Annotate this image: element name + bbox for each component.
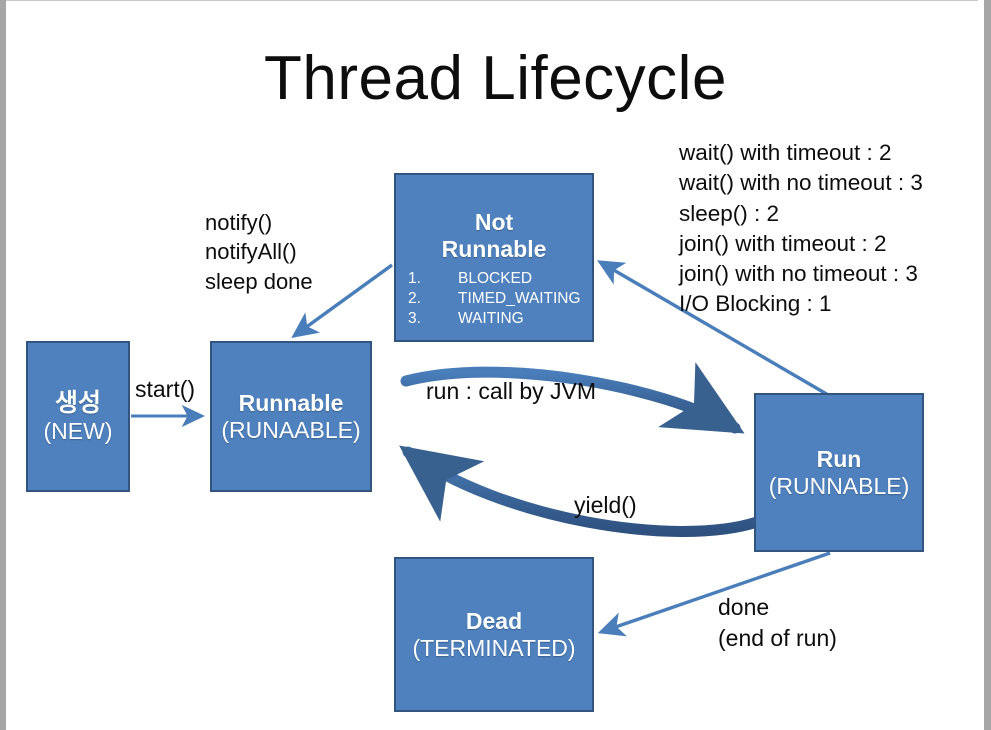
label-yield: yield() xyxy=(574,492,637,518)
state-box-new[interactable]: 생성 (NEW) xyxy=(26,341,130,492)
state-dead-title: Dead xyxy=(465,607,523,634)
state-run-subtitle: (RUNNABLE) xyxy=(768,472,910,499)
label-run-call-by-jvm: run : call by JVM xyxy=(426,378,596,404)
list-item: TIMED_WAITING xyxy=(408,289,581,309)
state-new-subtitle: (NEW) xyxy=(43,417,113,444)
state-box-dead[interactable]: Dead (TERMINATED) xyxy=(394,557,594,712)
state-not-runnable-title-line2: Runnable xyxy=(441,235,547,262)
state-box-runnable[interactable]: Runnable (RUNAABLE) xyxy=(210,341,372,492)
state-dead-subtitle: (TERMINATED) xyxy=(412,634,576,661)
state-new-title: 생성 xyxy=(54,388,101,417)
label-done-end-of-run: done (end of run) xyxy=(718,594,837,651)
bottom-frame-line xyxy=(0,0,978,1)
state-box-not-runnable[interactable]: Not Runnable BLOCKED TIMED_WAITING WAITI… xyxy=(394,173,594,342)
state-run-title: Run xyxy=(816,445,862,472)
label-start: start() xyxy=(135,376,196,402)
label-state-counts: wait() with timeout : 2 wait() with no t… xyxy=(679,140,923,317)
list-item: WAITING xyxy=(408,309,524,329)
state-runnable-subtitle: (RUNAABLE) xyxy=(221,416,361,443)
state-runnable-title: Runnable xyxy=(238,389,344,416)
page-title: Thread Lifecycle xyxy=(264,44,727,113)
state-box-run[interactable]: Run (RUNNABLE) xyxy=(754,393,924,552)
list-item: BLOCKED xyxy=(408,269,533,289)
state-not-runnable-title-line1: Not xyxy=(474,209,514,235)
left-frame-bar xyxy=(0,0,6,730)
not-runnable-substate-list: BLOCKED TIMED_WAITING WAITING xyxy=(396,269,592,328)
label-notify-group: notify() notifyAll() sleep done xyxy=(205,210,313,294)
right-frame-bar xyxy=(984,0,991,730)
